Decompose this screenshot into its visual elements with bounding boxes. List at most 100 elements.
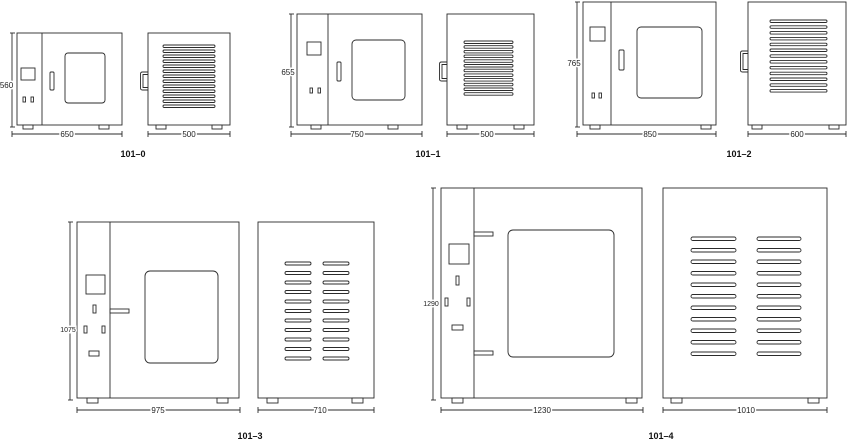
vent-slat <box>769 25 828 29</box>
vent-slat <box>756 340 802 345</box>
side-handle <box>439 61 447 82</box>
vent-slat <box>769 71 828 76</box>
height-label: 655 <box>281 68 295 77</box>
depth-dimension: 500 <box>147 129 231 141</box>
door-handle <box>336 61 342 82</box>
vent-slat <box>463 68 514 73</box>
door-handle <box>109 308 130 314</box>
vent-slat <box>284 271 312 275</box>
power-switch <box>455 275 460 286</box>
vent-slat <box>756 271 802 276</box>
foot <box>22 124 34 130</box>
side-view <box>662 187 828 404</box>
depth-dimension: 710 <box>257 405 375 417</box>
door-hinge <box>473 350 494 356</box>
depth-label: 500 <box>480 130 494 139</box>
foot <box>807 397 820 404</box>
vent-slat <box>162 84 216 88</box>
vent-slat <box>769 54 828 58</box>
vent-slat <box>769 77 828 81</box>
vent-slat <box>463 59 514 63</box>
door-handle <box>49 71 55 91</box>
vent-slat <box>322 337 350 342</box>
vent-grille-left <box>284 261 312 361</box>
height-label: 1290 <box>423 301 439 308</box>
indicator-slot <box>451 324 464 331</box>
height-dimension: 1075 <box>59 221 77 401</box>
vent-grille-right <box>756 236 802 356</box>
foot <box>451 397 464 404</box>
viewing-window <box>507 229 615 358</box>
vent-slat <box>284 337 312 342</box>
height-dimension: 655 <box>280 13 297 128</box>
foot <box>387 124 399 130</box>
vent-slat <box>690 305 737 310</box>
vent-slat <box>162 74 216 78</box>
width-dimension: 975 <box>76 405 241 417</box>
vent-slat <box>162 89 216 93</box>
vent-slat <box>690 282 737 287</box>
vent-slat <box>463 82 514 87</box>
vent-slat <box>690 340 737 345</box>
indicator-slot <box>88 350 100 357</box>
front-view <box>582 1 717 130</box>
vent-slat <box>690 259 737 264</box>
model-101-3: 1075 975 710 101–3 <box>59 221 375 441</box>
width-dimension: 850 <box>576 129 717 141</box>
display-screen <box>85 274 106 295</box>
width-dimension: 750 <box>290 129 423 141</box>
model-label: 101–1 <box>415 149 440 159</box>
foot <box>589 124 601 130</box>
vent-slat <box>756 294 802 299</box>
foot <box>751 124 763 130</box>
vent-slat <box>690 294 737 299</box>
side-view <box>439 13 535 130</box>
vent-slat <box>463 45 514 49</box>
vent-slat <box>322 309 350 313</box>
foot <box>456 124 468 130</box>
vent-slat <box>756 305 802 310</box>
depth-dimension: 600 <box>747 129 847 141</box>
power-switch <box>92 304 97 314</box>
door-hinge <box>473 231 494 237</box>
vent-slat <box>463 92 514 96</box>
depth-label: 500 <box>182 130 196 139</box>
foot <box>216 397 229 404</box>
vent-slat <box>769 19 828 23</box>
oven-body <box>257 221 375 399</box>
control-button <box>22 96 26 103</box>
foot <box>700 124 712 130</box>
display-screen <box>20 67 36 81</box>
vent-slat <box>322 280 350 285</box>
vent-slat <box>769 48 828 52</box>
viewing-window <box>351 39 406 101</box>
vent-slat <box>322 328 350 332</box>
control-button <box>83 325 88 334</box>
width-label: 650 <box>60 130 74 139</box>
foot <box>266 397 279 404</box>
vent-slat <box>162 54 216 58</box>
foot <box>351 397 364 404</box>
height-label: 1075 <box>60 327 76 334</box>
model-label: 101–3 <box>237 431 262 441</box>
oven-body <box>662 187 828 399</box>
depth-label: 710 <box>313 406 327 415</box>
vent-slat <box>322 318 350 323</box>
model-101-2: 765 850 600 101–2 <box>566 1 847 159</box>
vent-slat <box>322 271 350 275</box>
vent-slat <box>162 59 216 63</box>
vent-slat <box>769 65 828 70</box>
vent-slat <box>463 40 514 44</box>
depth-dimension: 1010 <box>662 405 828 417</box>
vent-slat <box>756 317 802 322</box>
control-button <box>101 325 106 334</box>
width-label: 975 <box>151 406 165 415</box>
vent-grille-right <box>322 261 350 361</box>
width-dimension: 1230 <box>440 405 644 417</box>
side-view <box>740 1 847 130</box>
front-view <box>296 13 423 130</box>
vent-slat <box>769 60 828 64</box>
width-label: 1230 <box>533 406 551 415</box>
front-view <box>440 187 643 404</box>
